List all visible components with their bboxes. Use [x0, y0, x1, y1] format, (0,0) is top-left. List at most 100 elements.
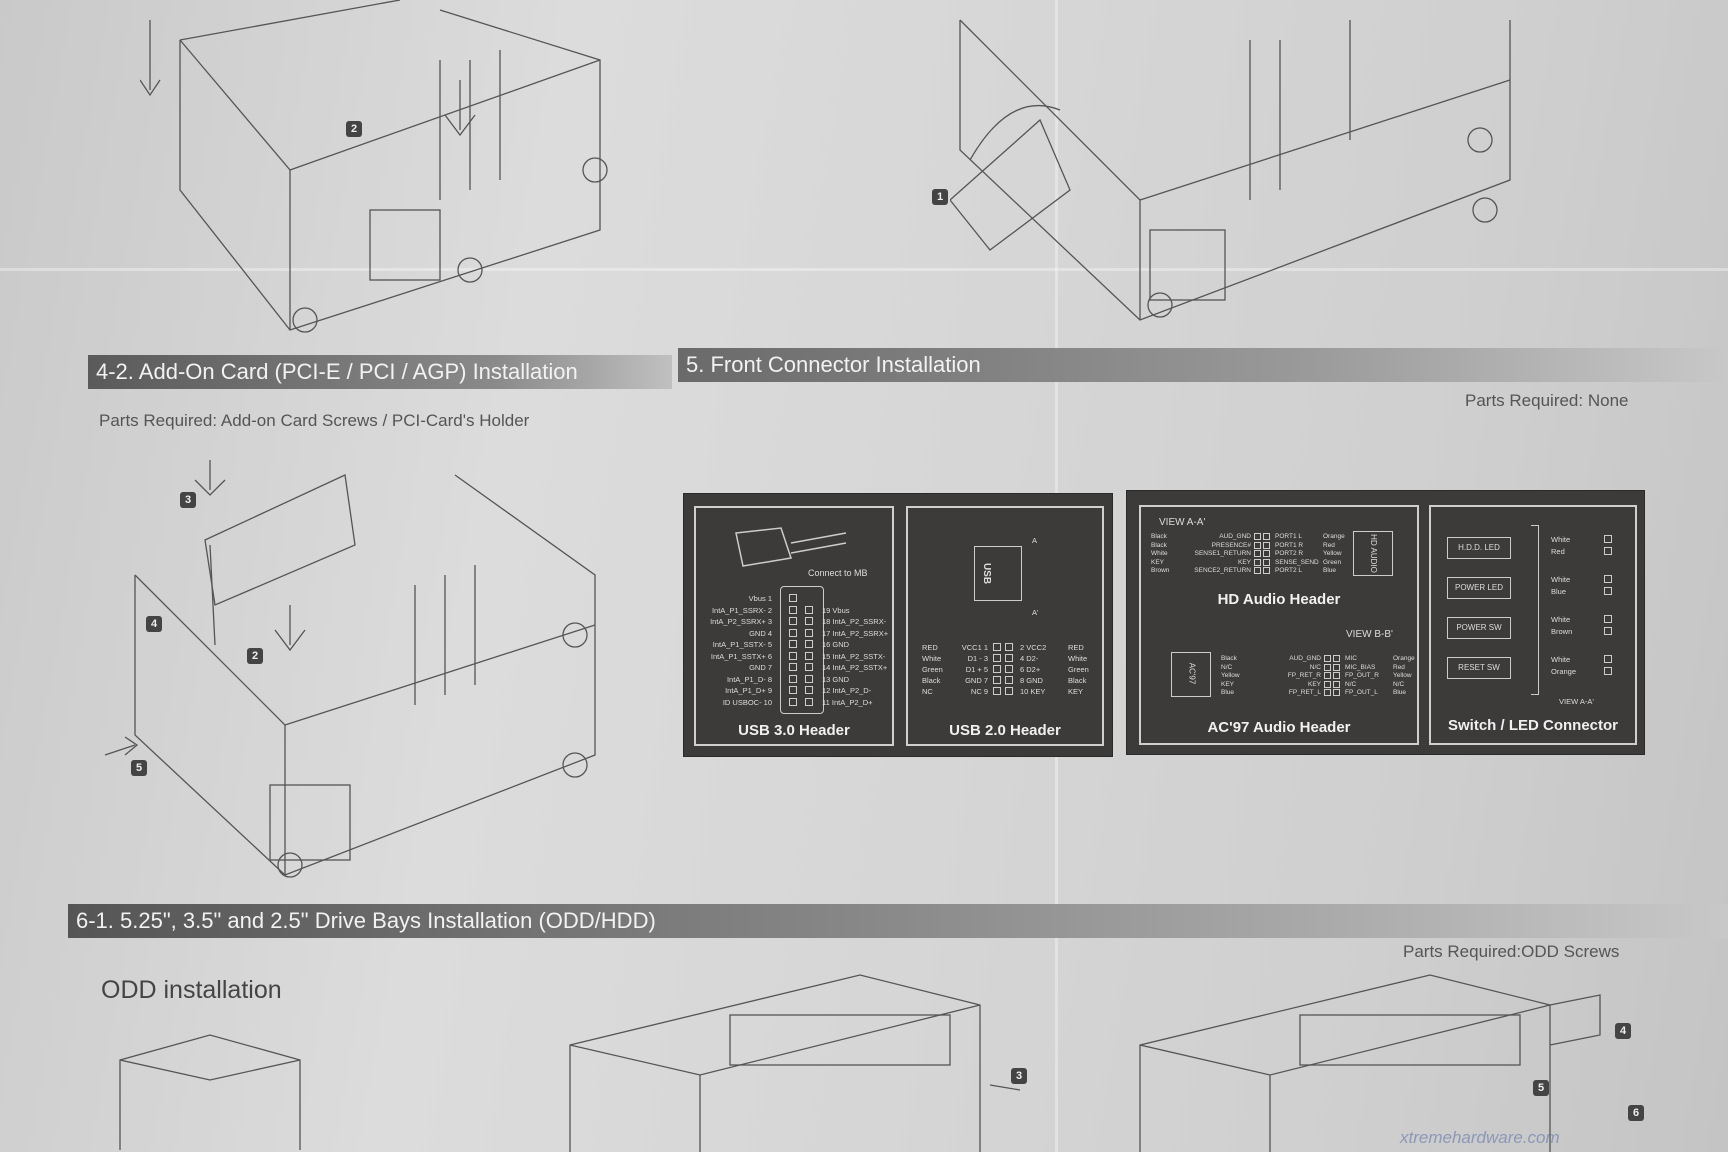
usb2-pin-label-left: NC 9 [970, 687, 988, 696]
audio-pin-left: SENCE2_RETURN [1194, 567, 1251, 574]
wire-color: White [1068, 654, 1088, 663]
audio-pin-right: PORT1 L [1275, 533, 1302, 540]
audio-pin [1263, 541, 1270, 549]
wire-color: KEY [1151, 558, 1165, 566]
case-illustration-top-left [140, 0, 608, 333]
audio-pin-right: SENSE_SEND [1275, 558, 1319, 566]
wire-color: Green [1068, 665, 1089, 674]
audio-pin-right: FP_OUT_R [1345, 672, 1379, 679]
usb3-pin-label-right: 16 GND [822, 640, 850, 649]
usb3-pin-header [780, 586, 824, 714]
wire-color: Blue [1393, 689, 1407, 696]
step-badge: 2 [346, 121, 362, 137]
audio-pin [1254, 533, 1261, 540]
audio-pin [1263, 558, 1270, 566]
switch-pin [1604, 575, 1612, 583]
step-badge: 3 [1011, 1068, 1027, 1084]
section-heading-addon-card: 4-2. Add-On Card (PCI-E / PCI / AGP) Ins… [88, 355, 672, 389]
audio-pin [1263, 533, 1270, 540]
usb2-pin-label-left: VCC1 1 [961, 643, 988, 652]
usb2-pin [993, 665, 1001, 673]
wire-color: Orange [1551, 667, 1577, 676]
audio-pin-right: PORT2 R [1275, 550, 1304, 557]
wire-color: NC [922, 687, 933, 696]
step-badge: 5 [1533, 1080, 1549, 1096]
step-badge: 1 [932, 189, 948, 205]
usb3-pin-label-right: 11 IntA_P2_D+ [822, 697, 873, 707]
audio-pin [1254, 541, 1261, 549]
usb3-pin [789, 640, 797, 648]
wire-color: Brown [1151, 567, 1170, 574]
usb2-pin [1005, 654, 1013, 662]
ac97-audio-title: AC'97 Audio Header [1207, 719, 1351, 736]
wire-color: KEY [1068, 687, 1084, 696]
wire-color: Orange [1323, 533, 1345, 540]
switch-pin [1604, 535, 1612, 543]
wire-color: Blue [1551, 587, 1567, 596]
wire-color: Red [1551, 547, 1565, 556]
view-a-prime-label: A' [1032, 608, 1039, 617]
usb3-pin-label-right: 14 IntA_P2_SSTX+ [822, 663, 888, 672]
switch-connector-1: POWER LED [1447, 577, 1511, 599]
usb3-pin [789, 686, 797, 694]
wire-color: Brown [1551, 627, 1573, 636]
wire-color: Blue [1323, 567, 1337, 574]
usb2-pin-label-right: 6 D2+ [1020, 665, 1041, 674]
wire-color: White [1551, 535, 1571, 544]
audio-pin [1333, 655, 1340, 662]
audio-pin [1324, 672, 1331, 679]
audio-pin [1254, 558, 1261, 566]
usb3-pin [805, 640, 813, 648]
usb3-pin-label-right: 12 IntA_P2_D- [822, 686, 872, 695]
parts-required-addon: Parts Required: Add-on Card Screws / PCI… [99, 411, 530, 430]
usb2-pin-label-right: 4 D2- [1020, 654, 1039, 663]
view-a-label: A [1032, 536, 1038, 545]
usb3-pin-label-left: IntA_P1_SSTX+ 6 [710, 651, 772, 661]
usb2-pin [993, 676, 1001, 684]
wire-color: Orange [1393, 655, 1415, 662]
usb3-pin-label-left: IntA_P1_SSRX- 2 [711, 605, 772, 615]
usb3-pin [805, 617, 813, 625]
usb2-pin-label-right: 10 KEY [1020, 687, 1046, 696]
wire-color: Yellow [1393, 672, 1412, 679]
step-badge: 4 [1615, 1023, 1631, 1039]
audio-pin-left: FP_RET_R [1287, 672, 1321, 679]
usb3-pin-label-left: Vbus 1 [748, 594, 772, 603]
connect-to-mb-label: Connect to MB [808, 568, 868, 578]
step-badge: 4 [146, 616, 162, 632]
usb2-pin-label-right: 8 GND [1020, 676, 1043, 685]
ac97-connector-icon [1171, 652, 1211, 697]
usb2-pin [1005, 676, 1013, 684]
wire-color: Black [922, 676, 941, 685]
wire-color: Yellow [1323, 550, 1342, 557]
audio-pin [1324, 655, 1331, 662]
usb3-pin [789, 663, 797, 671]
usb2-header-title: USB 2.0 Header [949, 722, 1061, 739]
audio-pin [1324, 663, 1331, 671]
audio-pin [1333, 680, 1340, 688]
hd-audio-connector-icon [1353, 531, 1393, 576]
usb2-pin [993, 643, 1001, 651]
audio-pin [1324, 689, 1331, 696]
wire-color: Green [1323, 558, 1342, 566]
section-heading-front-connector: 5. Front Connector Installation [678, 348, 1728, 382]
hd-view-label: VIEW A-A' [1159, 517, 1206, 528]
ac97-label: AC'97 [1187, 662, 1197, 685]
audio-pin-left: N/C [1309, 663, 1321, 671]
wire-color: Black [1068, 676, 1087, 685]
usb3-pin [789, 651, 797, 660]
usb3-pin-label-right: 13 GND [822, 674, 850, 684]
wire-color: White [1151, 550, 1168, 557]
switch-connector-0: H.D.D. LED [1447, 537, 1511, 559]
wire-color: Black [1151, 533, 1167, 540]
view-bracket [1531, 525, 1539, 695]
parts-required-front: Parts Required: None [1465, 391, 1629, 410]
usb3-pin [805, 686, 813, 694]
wire-color: White [1551, 575, 1571, 584]
wire-color: Blue [1221, 689, 1235, 696]
usb3-pin-label-left: GND 4 [749, 628, 772, 638]
switch-pin [1604, 627, 1612, 635]
